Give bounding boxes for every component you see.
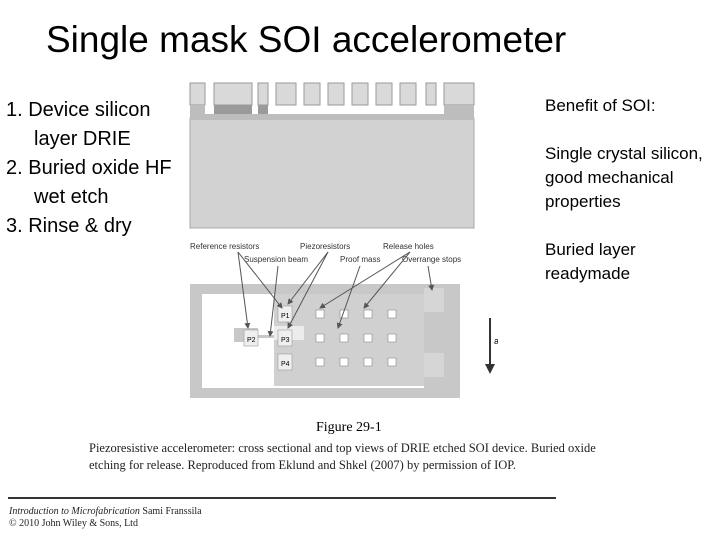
process-steps: 1. Device silicon layer DRIE 2. Buried o… xyxy=(6,96,176,241)
label-p2: P2 xyxy=(247,337,256,344)
top-view: P1 P2 P3 P4 xyxy=(190,284,460,398)
label-reference-resistors: Reference resistors xyxy=(190,242,259,251)
book-author: Sami Franssila xyxy=(142,506,202,517)
figure-drawing: Reference resistors Piezoresistors Relea… xyxy=(189,82,499,398)
benefit-item: Buried layer readymade xyxy=(545,240,636,283)
benefits-heading: Benefit of SOI: xyxy=(545,96,656,115)
label-p1: P1 xyxy=(281,313,290,320)
benefits-panel: Benefit of SOI: Single crystal silicon, … xyxy=(545,94,715,310)
acceleration-axis: a xyxy=(485,318,499,374)
figure-number: Figure 29-1 xyxy=(316,420,382,435)
benefit-item: Single crystal silicon, good mechanical … xyxy=(545,144,703,211)
label-suspension-beam: Suspension beam xyxy=(244,255,308,264)
step-item: 3. Rinse & dry xyxy=(6,215,132,237)
copyright-line: © 2010 John Wiley & Sons, Ltd xyxy=(9,518,138,529)
book-title: Introduction to Microfabrication xyxy=(9,506,140,517)
step-item: 1. Device silicon layer DRIE xyxy=(6,99,151,150)
label-overrange-stops: Overrange stops xyxy=(402,255,461,264)
label-axis-a: a xyxy=(494,336,498,346)
accelerometer-figure: Reference resistors Piezoresistors Relea… xyxy=(188,78,499,400)
label-proof-mass: Proof mass xyxy=(340,255,380,264)
footer-divider xyxy=(8,497,556,499)
label-piezoresistors: Piezoresistors xyxy=(300,242,350,251)
step-item: 2. Buried oxide HF wet etch xyxy=(6,157,172,208)
label-p4: P4 xyxy=(281,361,290,368)
label-release-holes: Release holes xyxy=(383,242,434,251)
figure-caption: Piezoresistive accelerometer: cross sect… xyxy=(89,441,596,472)
book-credit: Introduction to Microfabrication Sami Fr… xyxy=(9,506,202,530)
cross-section xyxy=(189,82,475,229)
slide-title: Single mask SOI accelerometer xyxy=(46,19,567,60)
label-p3: P3 xyxy=(281,337,290,344)
